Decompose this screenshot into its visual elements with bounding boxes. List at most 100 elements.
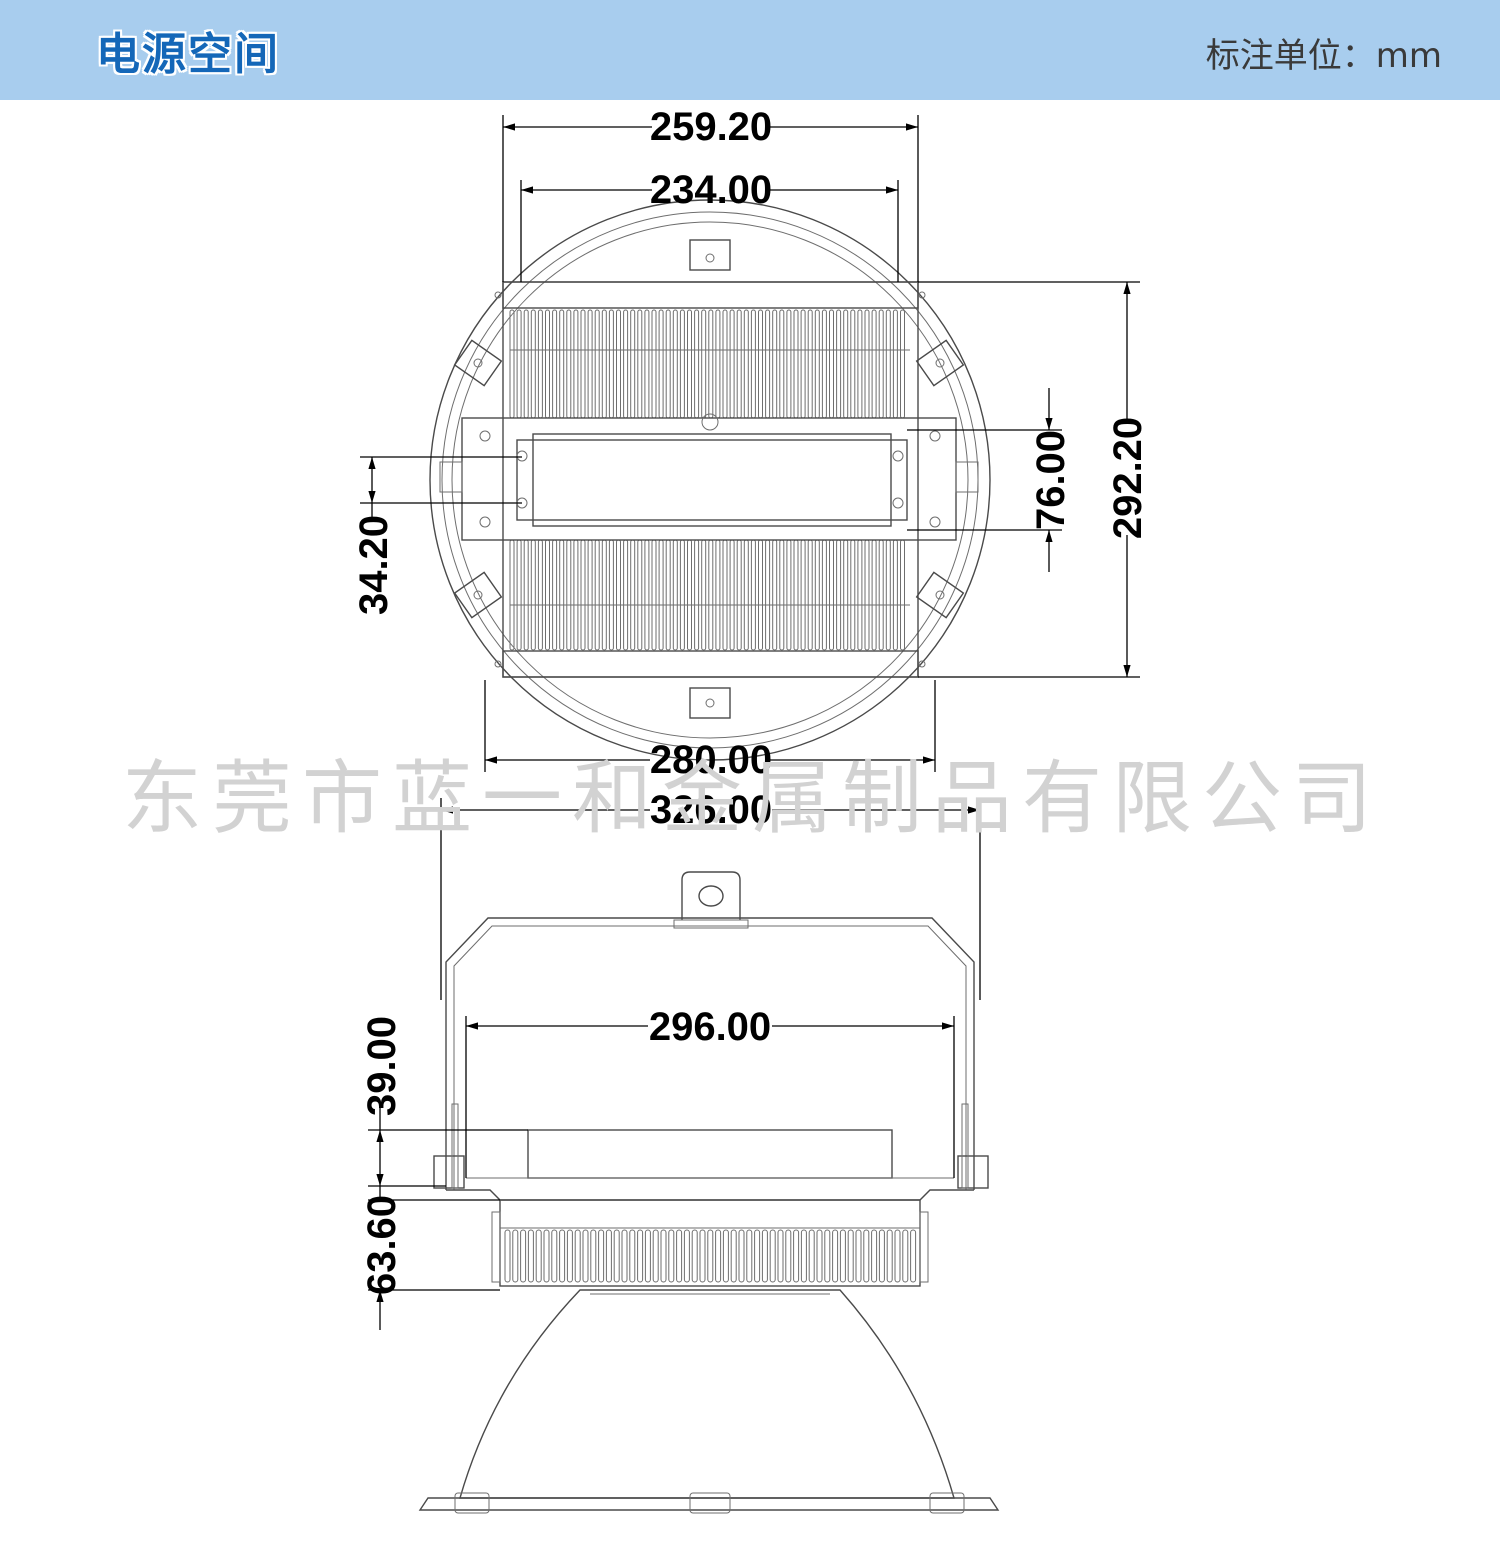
dim-bracket-width: 280.00 xyxy=(650,738,772,782)
heatsink-fin xyxy=(857,539,863,651)
heatsink-fin xyxy=(847,1229,854,1283)
heatsink-fin xyxy=(779,539,785,651)
heatsink-fin xyxy=(821,309,827,419)
heatsink-fin xyxy=(765,309,771,419)
heatsink-fin xyxy=(814,539,820,651)
heatsink-fin xyxy=(621,1229,628,1283)
heatsink-fin xyxy=(824,1229,831,1283)
heatsink-fin xyxy=(580,539,586,651)
heatsink-fin xyxy=(608,539,614,651)
heatsink-fin xyxy=(832,1229,839,1283)
heatsink-fin xyxy=(574,1229,581,1283)
heatsink-fin xyxy=(629,1229,636,1283)
dim-driver-height: 76.00 xyxy=(1029,430,1073,530)
heatsink-fin xyxy=(676,1229,683,1283)
heatsink-fin xyxy=(552,309,558,419)
center-screw xyxy=(701,413,719,431)
heatsink-fin xyxy=(871,309,877,419)
heatsink-fin xyxy=(878,539,884,651)
heatsink-fin xyxy=(530,539,536,651)
heatsink-fin xyxy=(715,1229,722,1283)
bracket-tab-left xyxy=(439,461,463,493)
heatsink-fin xyxy=(839,1229,846,1283)
heatsink-fin xyxy=(527,1229,534,1283)
heatsink-fin xyxy=(535,1229,542,1283)
heatsink-fin xyxy=(687,539,692,651)
heatsink-fin xyxy=(637,539,643,651)
heatsink-clip-left xyxy=(491,1211,501,1283)
housing-inner-ring xyxy=(441,211,979,749)
heatsink-fin xyxy=(605,1229,612,1283)
heatsink-fin xyxy=(772,539,778,651)
heatsink-fin xyxy=(637,309,643,419)
heatsink-fin xyxy=(786,309,792,419)
heatsink-fin xyxy=(814,309,820,419)
heatsink-fins-lower xyxy=(509,539,905,651)
ring-clip-left-lower xyxy=(453,571,503,619)
mounting-plate xyxy=(446,1189,974,1201)
heatsink-fin xyxy=(894,1229,901,1283)
heatsink-fin xyxy=(793,1229,800,1283)
heatsink-fin xyxy=(651,539,657,651)
heatsink-fin xyxy=(590,1229,597,1283)
heatsink-fin xyxy=(573,309,579,419)
heatsink-fin xyxy=(520,1229,527,1283)
heatsink-fin xyxy=(660,1229,667,1283)
heatsink-fin xyxy=(800,309,806,419)
heatsink-fin xyxy=(694,539,700,651)
u-bracket-inner xyxy=(453,925,967,1190)
rim-clip-center xyxy=(689,1492,731,1514)
hanging-lug xyxy=(681,871,741,920)
heatsink-fin xyxy=(821,539,827,651)
heatsink-fin xyxy=(637,1229,644,1283)
heatsink-fin xyxy=(587,539,593,651)
dim-heatsink-depth: 63.60 xyxy=(360,1195,404,1295)
heatsink-fin xyxy=(707,1229,714,1283)
heatsink-fin xyxy=(644,309,650,419)
pivot-arm-right xyxy=(961,1103,969,1189)
pivot-left xyxy=(433,1155,465,1189)
heatsink-fin xyxy=(687,309,692,419)
heatsink-fin xyxy=(902,1229,909,1283)
technical-drawing: 259.20 234.00 292.20 76.00 34.20 280.00 … xyxy=(122,105,1372,1514)
side-view xyxy=(418,871,1000,1514)
heatsink-fin xyxy=(900,539,905,651)
heatsink-fin xyxy=(729,309,735,419)
ring-clip-top xyxy=(689,239,731,271)
heatsink-fin xyxy=(545,309,550,419)
heatsink-fin xyxy=(573,539,579,651)
u-bracket-outer xyxy=(445,917,975,1190)
heatsink-fin xyxy=(807,539,813,651)
heatsink-fin xyxy=(516,309,522,419)
heatsink-fin xyxy=(512,1229,519,1283)
dim-height-overall: 292.20 xyxy=(1106,417,1150,539)
heatsink-fin xyxy=(864,309,870,419)
heatsink-fin xyxy=(608,309,614,419)
mounting-bracket xyxy=(461,417,957,541)
heatsink-fin xyxy=(892,309,898,419)
heatsink-fin xyxy=(668,1229,675,1283)
heatsink-fin xyxy=(843,539,849,651)
heatsink-bottom-bar xyxy=(502,650,919,678)
heatsink-fin xyxy=(715,539,721,651)
heatsink-top-bar xyxy=(502,281,919,309)
bracket-screws xyxy=(479,291,941,668)
reflector-rim xyxy=(418,1497,1000,1511)
heatsink-fin xyxy=(708,309,714,419)
heatsink-fin xyxy=(665,309,671,419)
heatsink-fin xyxy=(630,539,636,651)
heatsink-fin xyxy=(691,1229,698,1283)
driver-box-cover xyxy=(532,433,892,527)
heatsink-fin xyxy=(594,309,600,419)
heatsink-fin xyxy=(863,1229,870,1283)
heatsink-fin xyxy=(672,539,678,651)
heatsink-fin xyxy=(722,539,728,651)
heatsink-fin xyxy=(523,309,529,419)
dim-inner-width: 296.00 xyxy=(649,1005,771,1049)
heatsink-fin xyxy=(786,539,792,651)
dim-top-width-inner: 234.00 xyxy=(650,168,772,212)
heatsink-fin xyxy=(587,309,593,419)
heatsink-fin xyxy=(857,309,863,419)
heatsink-fin xyxy=(829,309,834,419)
